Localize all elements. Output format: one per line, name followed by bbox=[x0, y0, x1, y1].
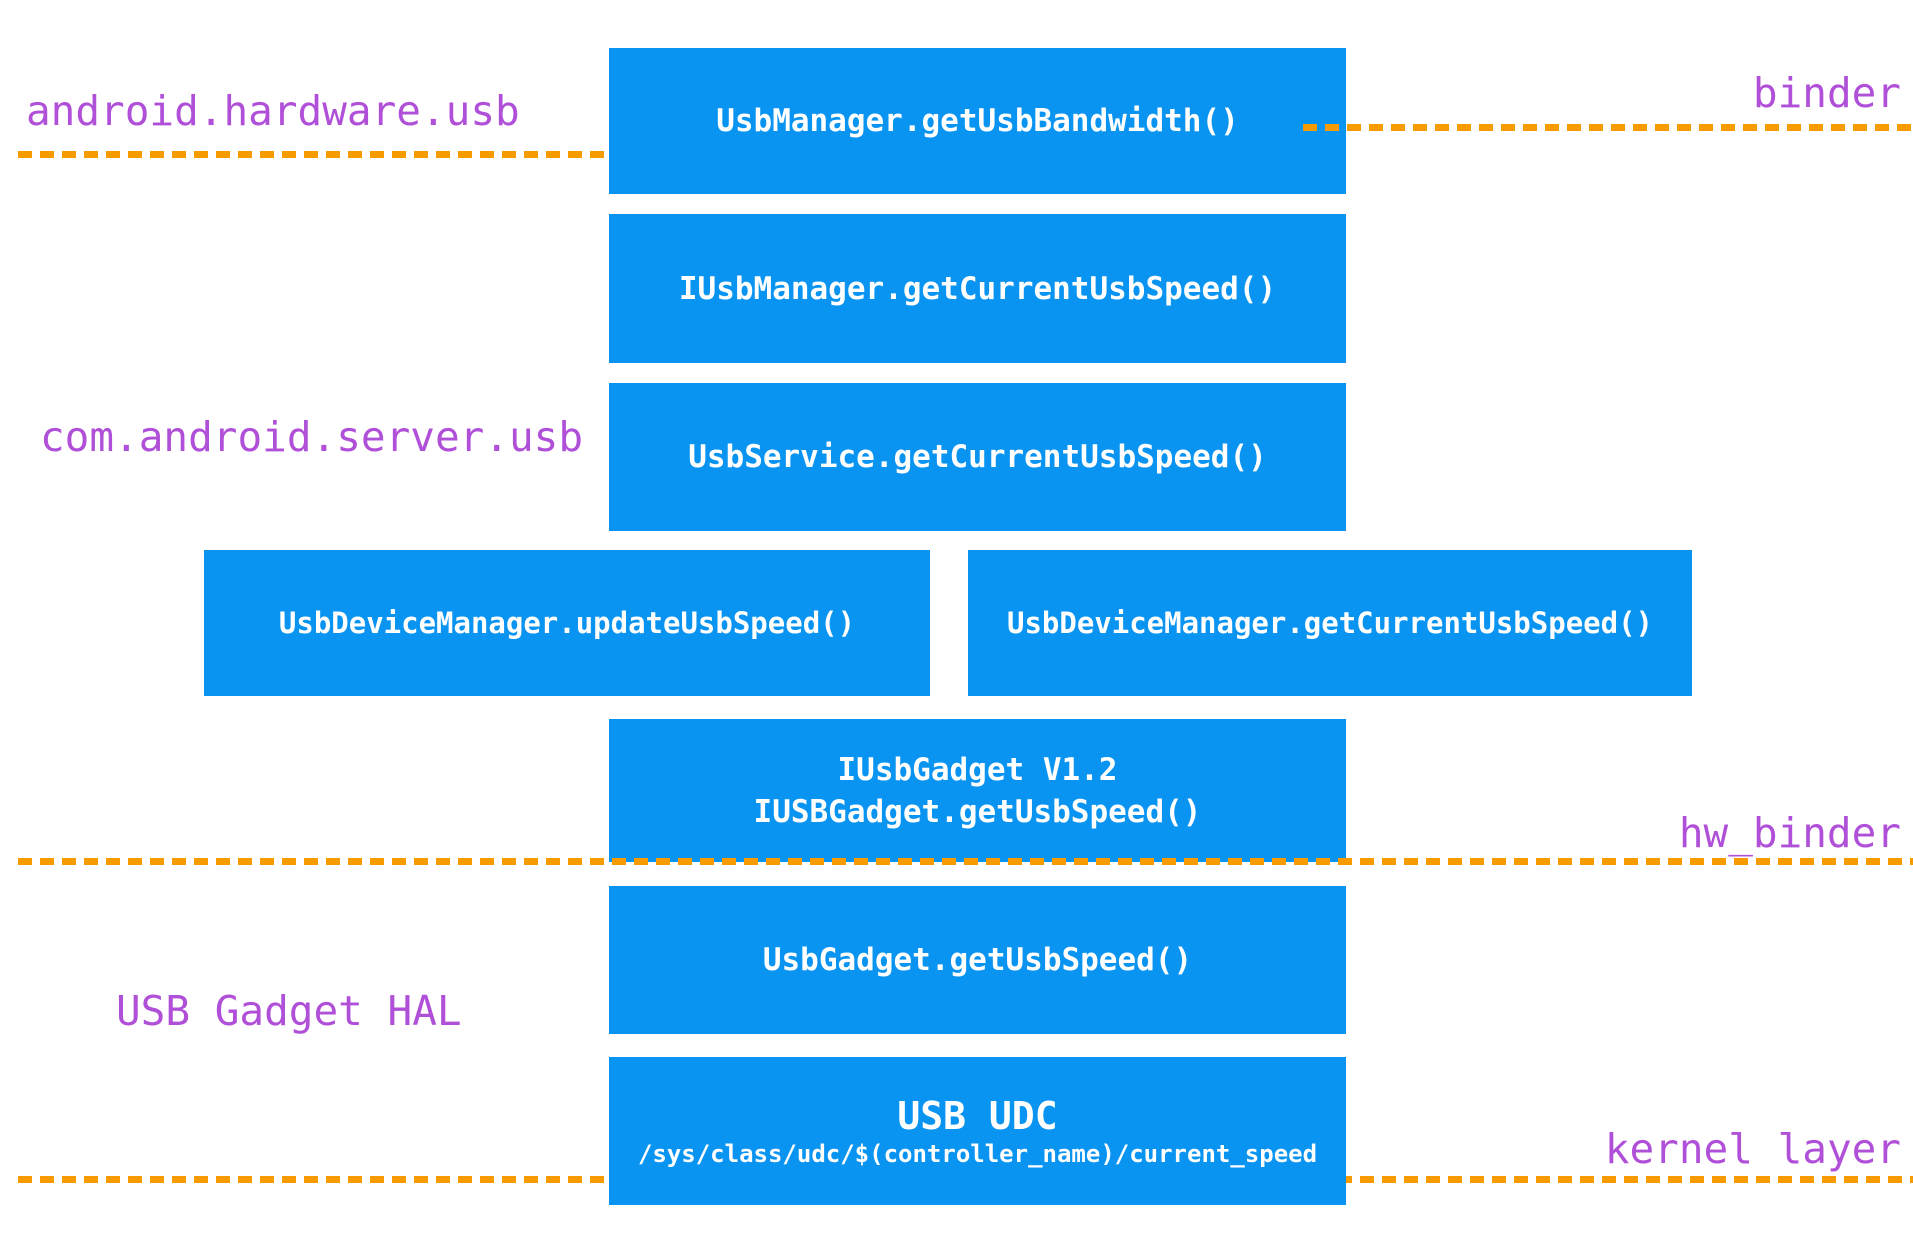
box-usb-udc-title: USB UDC bbox=[897, 1093, 1058, 1138]
label-binder: binder bbox=[1752, 69, 1901, 117]
box-usbdevicemanager-getcurrentusbspeed: UsbDeviceManager.getCurrentUsbSpeed() bbox=[968, 550, 1692, 696]
box-iusbmanager-label: IUsbManager.getCurrentUsbSpeed() bbox=[678, 270, 1277, 307]
box-iusbgadget-version-label: IUsbGadget V1.2 bbox=[837, 751, 1118, 788]
label-usb-gadget-hal: USB Gadget HAL bbox=[116, 987, 462, 1035]
box-usbservice-getcurrentusbspeed: UsbService.getCurrentUsbSpeed() bbox=[609, 383, 1346, 531]
label-com-android-server-usb: com.android.server.usb bbox=[40, 413, 584, 461]
box-usb-udc: USB UDC /sys/class/udc/$(controller_name… bbox=[609, 1057, 1346, 1205]
box-usbdevicemanager-updateusbspeed: UsbDeviceManager.updateUsbSpeed() bbox=[204, 550, 930, 696]
hw-binder-layer-divider bbox=[18, 858, 1913, 865]
box-usb-udc-sysfs-path: /sys/class/udc/$(controller_name)/curren… bbox=[637, 1139, 1318, 1168]
box-iusbgadget: IUsbGadget V1.2 IUSBGadget.getUsbSpeed() bbox=[609, 719, 1346, 862]
box-usbmanager-getusbbandwidth: UsbManager.getUsbBandwidth() bbox=[609, 48, 1346, 194]
binder-layer-divider-right bbox=[1303, 124, 1913, 131]
box-iusbgadget-method-label: IUSBGadget.getUsbSpeed() bbox=[753, 793, 1202, 830]
box-usbdevicemanager-get-label: UsbDeviceManager.getCurrentUsbSpeed() bbox=[1006, 606, 1653, 640]
box-iusbmanager-getcurrentusbspeed: IUsbManager.getCurrentUsbSpeed() bbox=[609, 214, 1346, 363]
binder-layer-divider-left bbox=[18, 151, 609, 158]
label-android-hardware-usb: android.hardware.usb bbox=[26, 87, 520, 135]
box-usbmanager-label: UsbManager.getUsbBandwidth() bbox=[716, 103, 1239, 139]
label-kernel-layer: kernel layer bbox=[1604, 1125, 1901, 1173]
box-usbdevicemanager-update-label: UsbDeviceManager.updateUsbSpeed() bbox=[278, 606, 856, 640]
box-usbgadget-getusbspeed: UsbGadget.getUsbSpeed() bbox=[609, 886, 1346, 1034]
box-usbgadget-label: UsbGadget.getUsbSpeed() bbox=[762, 942, 1193, 978]
label-hw-binder: hw_binder bbox=[1678, 809, 1901, 857]
box-usbservice-label: UsbService.getCurrentUsbSpeed() bbox=[688, 439, 1267, 475]
